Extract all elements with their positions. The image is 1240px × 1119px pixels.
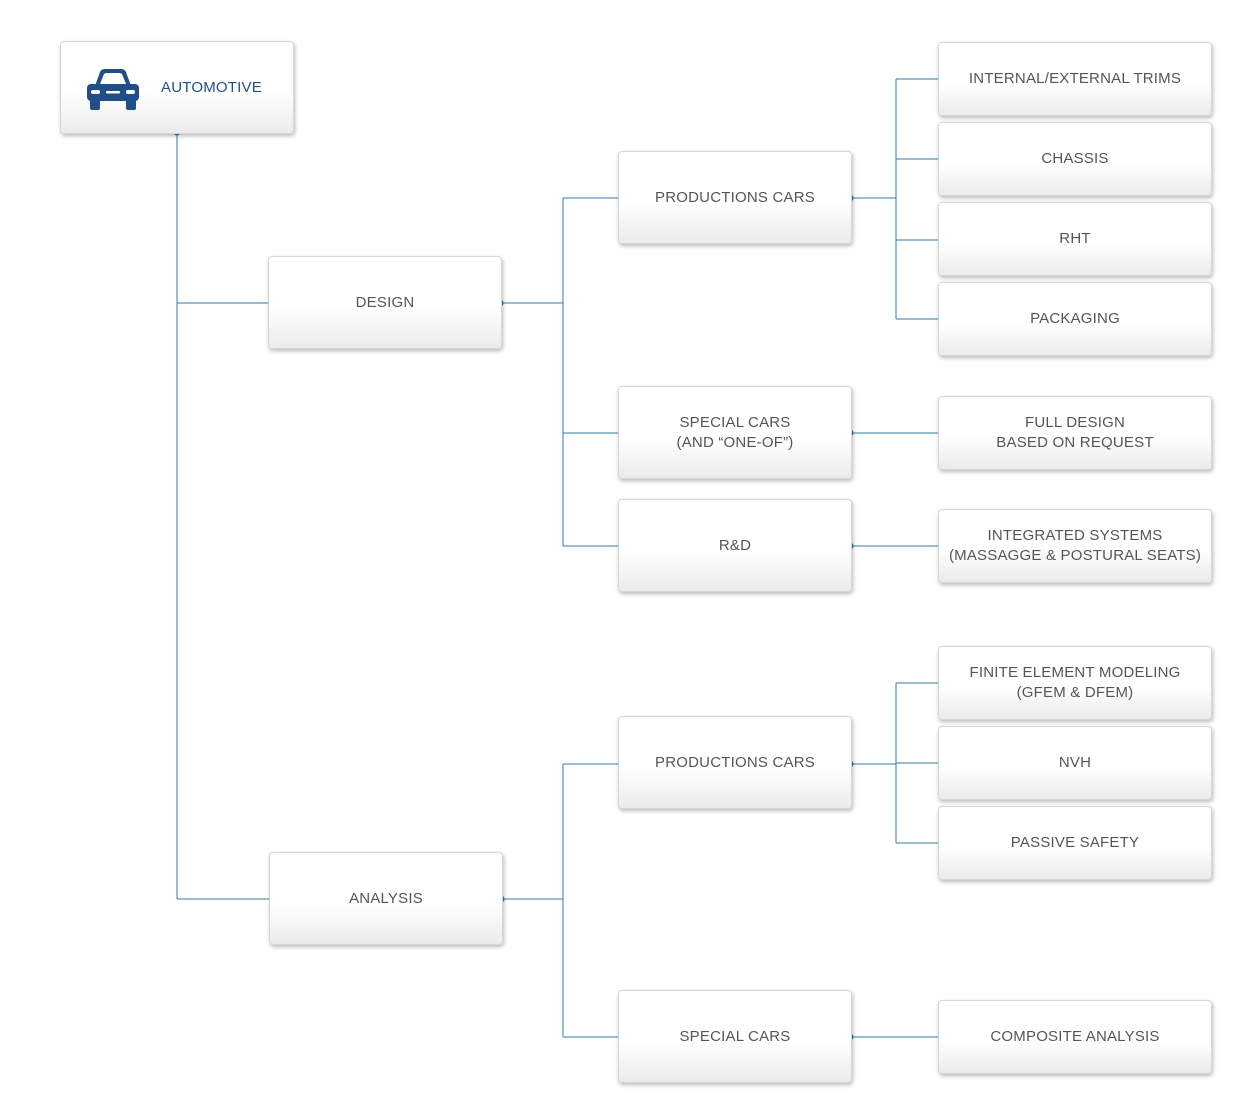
node-full-design[interactable]: FULL DESIGN BASED ON REQUEST	[938, 396, 1212, 470]
node-chassis[interactable]: CHASSIS	[938, 122, 1212, 196]
node-internal-external-trims[interactable]: INTERNAL/EXTERNAL TRIMS	[938, 42, 1212, 116]
node-integrated-systems[interactable]: INTEGRATED SYSTEMS (MASSAGGE & POSTURAL …	[938, 509, 1212, 583]
node-nvh[interactable]: NVH	[938, 726, 1212, 800]
node-sublabel: (MASSAGGE & POSTURAL SEATS)	[948, 547, 1202, 564]
node-label: FINITE ELEMENT MODELING	[969, 664, 1181, 681]
node-label: PRODUCTIONS CARS	[655, 753, 815, 771]
node-design[interactable]: DESIGN	[268, 256, 502, 349]
node-label: NVH	[1058, 754, 1092, 771]
node-sublabel: BASED ON REQUEST	[996, 434, 1154, 451]
node-label: SPECIAL CARS	[679, 1027, 791, 1045]
node-label: PACKAGING	[1030, 310, 1120, 327]
node-label: AUTOMOTIVE	[161, 78, 262, 96]
node-automotive[interactable]: AUTOMOTIVE	[60, 41, 294, 134]
node-analysis-special-cars[interactable]: SPECIAL CARS	[618, 990, 852, 1083]
node-label: INTERNAL/EXTERNAL TRIMS	[968, 70, 1182, 87]
car-icon	[87, 68, 139, 110]
node-label: DESIGN	[355, 293, 415, 311]
node-design-special-cars[interactable]: SPECIAL CARS (AND “ONE-OF”)	[618, 386, 852, 479]
node-label: RHT	[1059, 230, 1091, 247]
node-passive-safety[interactable]: PASSIVE SAFETY	[938, 806, 1212, 880]
node-composite-analysis[interactable]: COMPOSITE ANALYSIS	[938, 1000, 1212, 1074]
node-label: INTEGRATED SYSTEMS	[987, 527, 1163, 544]
node-label: FULL DESIGN	[1024, 414, 1125, 431]
node-label: SPECIAL CARS	[679, 413, 791, 431]
node-sublabel: (AND “ONE-OF”)	[676, 433, 794, 451]
node-design-production-cars[interactable]: PRODUCTIONS CARS	[618, 151, 852, 244]
node-label: PRODUCTIONS CARS	[655, 188, 815, 206]
node-analysis-production-cars[interactable]: PRODUCTIONS CARS	[618, 716, 852, 809]
node-label: R&D	[718, 536, 752, 554]
node-finite-element-modeling[interactable]: FINITE ELEMENT MODELING (GFEM & DFEM)	[938, 646, 1212, 720]
node-design-rnd[interactable]: R&D	[618, 499, 852, 592]
node-packaging[interactable]: PACKAGING	[938, 282, 1212, 356]
node-rht[interactable]: RHT	[938, 202, 1212, 276]
node-label: CHASSIS	[1041, 150, 1109, 167]
node-label: ANALYSIS	[349, 889, 423, 907]
node-label: PASSIVE SAFETY	[1010, 834, 1140, 851]
node-sublabel: (GFEM & DFEM)	[1016, 684, 1134, 701]
node-label: COMPOSITE ANALYSIS	[990, 1028, 1160, 1045]
node-analysis[interactable]: ANALYSIS	[269, 852, 503, 945]
